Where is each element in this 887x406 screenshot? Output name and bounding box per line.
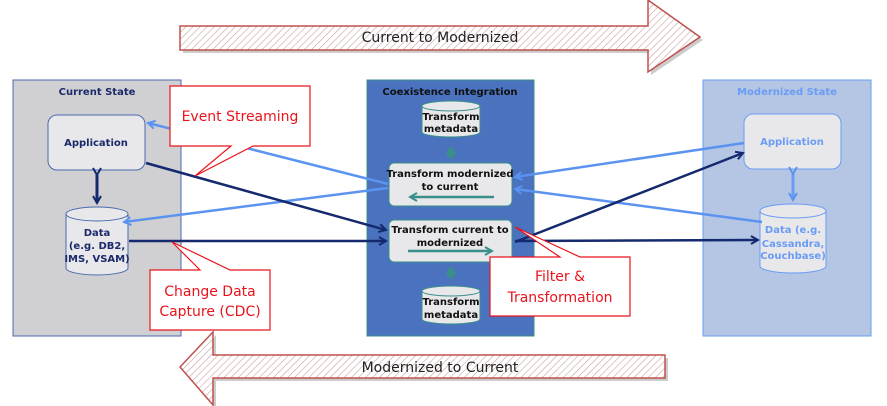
connector-diamond [446, 266, 456, 280]
svg-text:to current: to current [422, 182, 479, 193]
modernized-state-title: Modernized State [737, 87, 837, 98]
svg-text:Change Data: Change Data [164, 284, 255, 300]
connector-diamond [446, 146, 456, 160]
current-to-modernized-label: Current to Modernized [362, 30, 519, 46]
current-application[interactable]: Application [47, 114, 146, 171]
svg-text:modernized: modernized [417, 238, 483, 249]
svg-text:Transform modernized: Transform modernized [387, 169, 514, 180]
flow-current-app-out [145, 161, 386, 230]
svg-text:Data (e.g.: Data (e.g. [765, 225, 821, 236]
svg-text:Application: Application [760, 137, 824, 148]
svg-text:IMS, VSAM): IMS, VSAM) [64, 254, 129, 265]
coexistence-title: Coexistence Integration [382, 87, 517, 98]
svg-text:Transform: Transform [422, 112, 479, 123]
coexistence-panel: Coexistence Integration Transform metada… [366, 79, 535, 337]
svg-text:metadata: metadata [424, 124, 478, 135]
modernized-to-current-label: Modernized to Current [362, 360, 519, 376]
svg-text:metadata: metadata [424, 310, 478, 321]
svg-text:Capture (CDC): Capture (CDC) [159, 304, 260, 320]
svg-text:Event Streaming: Event Streaming [182, 109, 299, 125]
callout-filter-transformation: Filter & Transformation [489, 226, 631, 317]
current-state-title: Current State [59, 87, 136, 98]
svg-text:Cassandra,: Cassandra, [762, 239, 825, 250]
transform-current-to-modernized[interactable]: Transform current to modernized [388, 219, 513, 263]
svg-text:Data: Data [84, 228, 111, 239]
flow-to-modern-app [514, 153, 743, 244]
modernized-data-store[interactable]: Data (e.g. Cassandra, Couchbase) [759, 203, 827, 274]
svg-text:Couchbase): Couchbase) [760, 251, 826, 262]
current-to-modernized-arrow: Current to Modernized [179, 0, 703, 75]
svg-text:Transform current to: Transform current to [391, 225, 508, 236]
callout-cdc: Change Data Capture (CDC) [149, 241, 271, 331]
flow-lines [124, 123, 763, 244]
svg-text:(e.g. DB2,: (e.g. DB2, [69, 241, 125, 252]
modernized-state-panel: Modernized State Application Data (e.g. … [702, 79, 872, 337]
flow-modern-app-out [515, 141, 745, 177]
flow-to-current-data [124, 186, 389, 222]
svg-text:Filter &: Filter & [535, 269, 585, 285]
svg-text:Transformation: Transformation [506, 290, 612, 306]
current-data-store[interactable]: Data (e.g. DB2, IMS, VSAM) [64, 206, 130, 276]
transform-modernized-to-current[interactable]: Transform modernized to current [387, 162, 514, 207]
modernized-application[interactable]: Application [743, 113, 842, 170]
modernized-to-current-arrow: Modernized to Current [178, 330, 668, 406]
transform-metadata-bottom[interactable]: Transform metadata [421, 285, 481, 325]
svg-text:Transform: Transform [422, 297, 479, 308]
svg-text:Application: Application [64, 138, 128, 149]
flow-to-modern-data [514, 240, 758, 241]
flow-modern-data-out [515, 189, 763, 224]
transform-metadata-top[interactable]: Transform metadata [421, 100, 481, 138]
callout-event-streaming: Event Streaming [169, 85, 311, 177]
